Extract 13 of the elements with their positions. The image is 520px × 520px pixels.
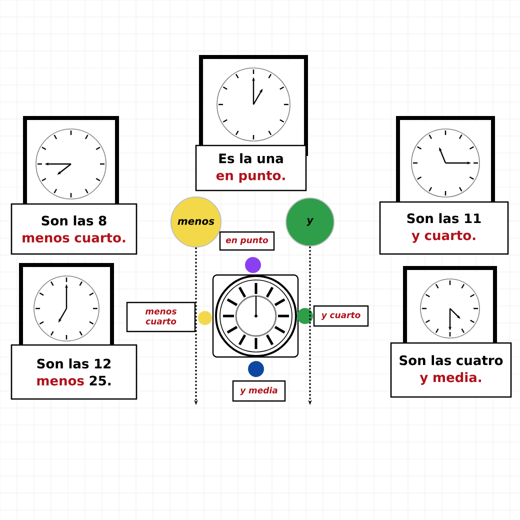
caption-box: Es la una en punto. (195, 144, 307, 192)
dot (198, 311, 212, 325)
label-box: menos cuarto (126, 302, 196, 332)
label-box: en punto (219, 231, 275, 251)
label-box: y cuarto (313, 305, 369, 327)
caption-box: Son las cuatro y media. (390, 342, 512, 398)
caption-box: Son las 11 y cuarto. (379, 201, 509, 255)
dot (245, 257, 261, 273)
label-box: y media (232, 380, 286, 402)
caption-box: Son las 12 menos 25. (10, 344, 138, 400)
caption-box: Son las 8 menos cuarto. (10, 203, 138, 255)
dot (297, 308, 313, 324)
dot (248, 361, 264, 377)
